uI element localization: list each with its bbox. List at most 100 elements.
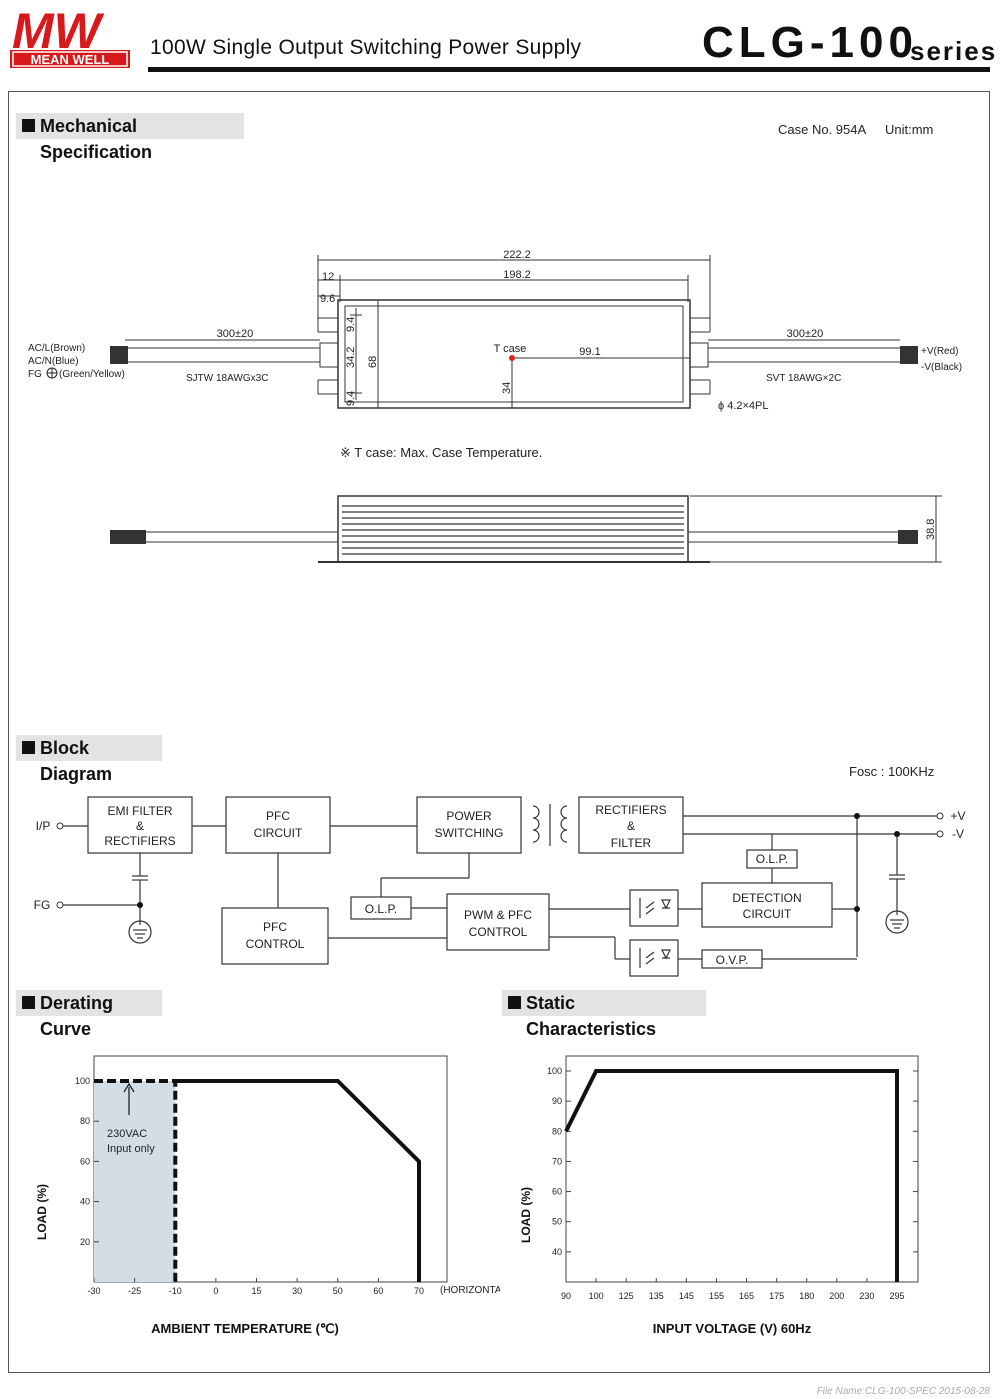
static-ytick-label: 40	[552, 1247, 562, 1257]
detection-line1: DETECTION	[732, 891, 801, 905]
rectifiers-line2: &	[627, 819, 635, 833]
mechanical-drawing: 222.2 198.2 12 9.6 300±20 300±20 T case …	[28, 249, 962, 563]
emi-line2: &	[136, 819, 144, 833]
dim-left-cable: 300±20	[217, 328, 254, 340]
static-ytick-label: 100	[547, 1066, 562, 1076]
pwm-line1: PWM & PFC	[464, 908, 532, 922]
pfc-circuit-line1: PFC	[266, 809, 290, 823]
derating-xtick-label: 50	[333, 1286, 343, 1296]
header-rule	[148, 67, 990, 72]
static-ytick-label: 80	[552, 1126, 562, 1136]
derating-ytick-label: 100	[75, 1076, 90, 1086]
series-label: series	[910, 36, 998, 66]
static-curve-line	[564, 1069, 899, 1282]
static-ytick-label: 90	[552, 1096, 562, 1106]
model-name: CLG-100	[702, 18, 918, 67]
mechanical-section-title: Mechanical Specification	[16, 113, 244, 162]
derating-xtick-label: 0	[213, 1286, 218, 1296]
dim-34-2: 34.2	[345, 347, 357, 368]
dim-right-cable: 300±20	[787, 328, 824, 340]
static-xtick-label: 135	[649, 1291, 664, 1301]
pfc-control-line2: CONTROL	[246, 937, 305, 951]
hole-spec: ϕ 4.2×4PL	[718, 400, 769, 412]
derating-xtick-label: 60	[373, 1286, 383, 1296]
static-ytick-label: 60	[552, 1187, 562, 1197]
static-ytick-label: 70	[552, 1156, 562, 1166]
derating-note-line1: 230VAC	[107, 1128, 147, 1140]
wire-plus-v: +V(Red)	[921, 346, 959, 357]
static-xtick-label: 175	[769, 1291, 784, 1301]
rectifiers-line3: FILTER	[611, 836, 652, 850]
dim-overall-length: 222.2	[503, 249, 531, 261]
derating-ytick-label: 40	[80, 1197, 90, 1207]
derating-xtick-label: -30	[87, 1286, 100, 1296]
unit-label: Unit:mm	[885, 122, 934, 137]
derating-xtick-label: -10	[169, 1286, 182, 1296]
static-ytick-label: 50	[552, 1217, 562, 1227]
wire-minus-v: -V(Black)	[921, 362, 962, 373]
spec-frame	[8, 91, 990, 1373]
ovp: O.V.P.	[716, 953, 749, 967]
dim-9-4-bottom: 9.4	[345, 391, 357, 406]
derating-xtick-label: -25	[128, 1286, 141, 1296]
derating-note-line2: Input only	[107, 1143, 155, 1155]
dim-34: 34	[501, 382, 513, 394]
pwm-line2: CONTROL	[469, 925, 528, 939]
derating-curve-line	[175, 1079, 421, 1282]
dim-9-6: 9.6	[320, 293, 335, 305]
rectifiers-line1: RECTIFIERS	[595, 803, 666, 817]
detection-line2: CIRCUIT	[743, 907, 792, 921]
tcase-label: T case	[494, 343, 527, 355]
derating-xtick-label: 30	[292, 1286, 302, 1296]
static-xtick-label: 180	[799, 1291, 814, 1301]
static-ylabel: LOAD (%)	[519, 1187, 533, 1243]
left-cable-type: SJTW 18AWGx3C	[186, 373, 268, 384]
footer-filename: File Name:CLG-100-SPEC 2015-08-28	[816, 1386, 990, 1397]
tcase-note: ※ T case: Max. Case Temperature.	[340, 445, 542, 460]
static-xtick-label: 125	[619, 1291, 634, 1301]
page-subtitle: 100W Single Output Switching Power Suppl…	[150, 36, 582, 59]
olp-right: O.L.P.	[756, 852, 788, 866]
ip-label: I/P	[36, 819, 51, 833]
static-section-title: Static Characteristics	[502, 990, 706, 1039]
minus-v-label: -V	[952, 827, 964, 841]
static-xtick-label: 295	[889, 1291, 904, 1301]
logo-text: MEAN WELL	[31, 52, 110, 67]
static-xtick-label: 200	[829, 1291, 844, 1301]
dim-9-4-top: 9.4	[345, 317, 357, 332]
plus-v-label: +V	[950, 809, 965, 823]
static-xtick-label: 165	[739, 1291, 754, 1301]
dim-12: 12	[322, 271, 334, 283]
wire-fg-label: FG	[28, 369, 42, 380]
static-xtick-label: 100	[589, 1291, 604, 1301]
fosc-label: Fosc : 100KHz	[849, 764, 935, 779]
pfc-control-line1: PFC	[263, 920, 287, 934]
mean-well-logo: MW MEAN WELL	[8, 2, 132, 72]
static-xtick-label: 90	[561, 1291, 571, 1301]
case-number: Case No. 954A	[778, 122, 867, 137]
derating-horizontal: (HORIZONTAL)	[440, 1285, 500, 1296]
power-switching-line2: SWITCHING	[435, 826, 504, 840]
wire-acl: AC/L(Brown)	[28, 343, 85, 354]
derating-dashed-line	[94, 1079, 178, 1282]
wire-fg: (Green/Yellow)	[59, 369, 125, 380]
dim-body-length: 198.2	[503, 269, 531, 281]
derating-xlabel: AMBIENT TEMPERATURE (℃)	[151, 1321, 339, 1336]
emi-line3: RECTIFIERS	[104, 834, 175, 848]
fg-label: FG	[34, 898, 51, 912]
emi-line1: EMI FILTER	[107, 804, 172, 818]
derating-shaded-region	[94, 1081, 176, 1282]
derating-ylabel: LOAD (%)	[35, 1184, 49, 1240]
olp-left: O.L.P.	[365, 902, 397, 916]
right-cable-type: SVT 18AWG×2C	[766, 373, 841, 384]
dim-68: 68	[367, 356, 379, 368]
derating-xtick-label: 70	[414, 1286, 424, 1296]
block-diagram: I/P FG +V -V EMI FILTER & RECTIFIERS PFC…	[34, 796, 966, 977]
dim-height: 38.8	[925, 519, 937, 540]
static-xtick-label: 145	[679, 1291, 694, 1301]
derating-xtick-label: 15	[251, 1286, 261, 1296]
derating-section-title: Derating Curve	[16, 990, 162, 1039]
derating-ytick-label: 60	[80, 1156, 90, 1166]
power-switching-line1: POWER	[446, 809, 492, 823]
